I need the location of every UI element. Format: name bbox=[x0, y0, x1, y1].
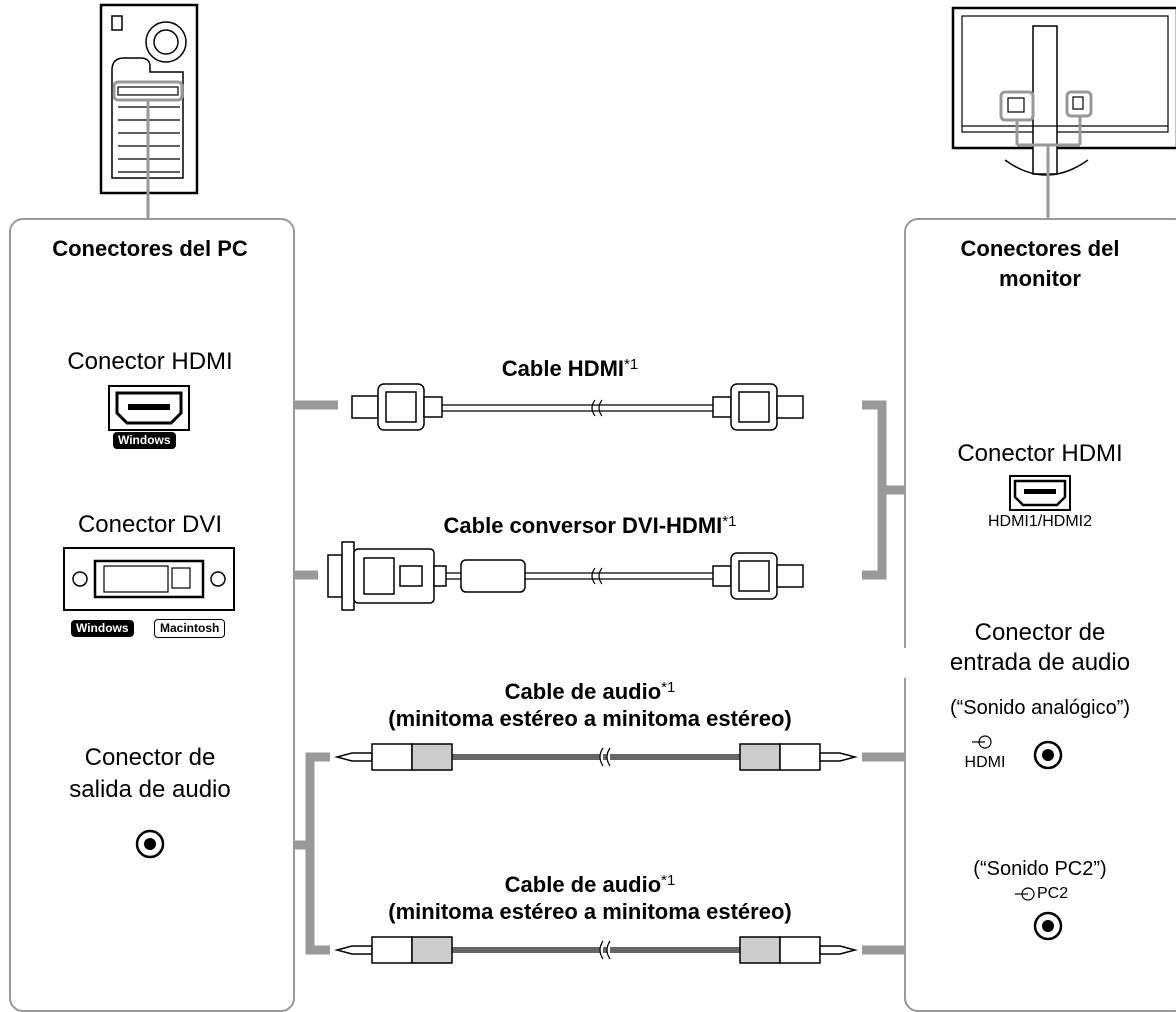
monitor-hdmi-label: Conector HDMI bbox=[957, 440, 1123, 467]
audio-cable-2-note: *1 bbox=[661, 872, 676, 889]
pc-dvi-label: Conector DVI bbox=[77, 511, 223, 538]
dvi-hdmi-cable-illustration bbox=[327, 541, 804, 611]
monitor-audio-in-label-2: entrada de audio bbox=[904, 648, 1176, 678]
monitor-hdmi-port-caption: HDMI1/HDMI2 bbox=[987, 513, 1092, 530]
audio-cable-1-note: *1 bbox=[661, 679, 676, 696]
audio-cable-2-name: Cable de audio bbox=[504, 872, 662, 897]
audio-cable-1-desc: (minitoma estéreo a minitoma estéreo) bbox=[388, 706, 792, 731]
audio-cable-1-name: Cable de audio bbox=[504, 679, 662, 704]
audio-cable-2-label: Cable de audio*1 bbox=[350, 871, 830, 899]
dvi-hdmi-cable-label: Cable conversor DVI-HDMI*1 bbox=[380, 512, 800, 540]
pc-audio-out-label-1: Conector de bbox=[84, 744, 216, 771]
pc-connectors-panel bbox=[9, 218, 295, 1012]
monitor-illustration bbox=[951, 6, 1176, 218]
audio-cable-2-desc: (minitoma estéreo a minitoma estéreo) bbox=[388, 899, 792, 924]
hdmi-cable-name: Cable HDMI bbox=[501, 356, 625, 381]
pc-dvi-macintosh-badge: Macintosh bbox=[154, 619, 226, 638]
audio-cable-1-illustration bbox=[334, 743, 858, 771]
audio-cable-1-label: Cable de audio*1 bbox=[350, 678, 830, 706]
audio-cable-2-illustration bbox=[334, 936, 858, 964]
pc-dvi-windows-badge: Windows bbox=[71, 620, 134, 637]
monitor-audio-in-label-1: Conector de bbox=[974, 619, 1106, 646]
pc-audio-out-label-2: salida de audio bbox=[69, 776, 231, 803]
monitor-analog-label: (“Sonido analógico”) bbox=[949, 697, 1131, 719]
hdmi-bracket bbox=[862, 400, 887, 580]
monitor-pc2-label: (“Sonido PC2”) bbox=[973, 858, 1107, 880]
hdmi-cable-illustration bbox=[351, 383, 804, 431]
hdmi-cable-label: Cable HDMI*1 bbox=[420, 355, 720, 383]
pc-hdmi-windows-badge: Windows bbox=[113, 432, 176, 449]
monitor-analog-port-caption: HDMI bbox=[964, 754, 1006, 771]
hdmi-cable-note: *1 bbox=[624, 356, 639, 373]
monitor-connectors-panel bbox=[904, 218, 1176, 1012]
dvi-hdmi-cable-note: *1 bbox=[722, 513, 737, 530]
pc-hdmi-label: Conector HDMI bbox=[67, 348, 233, 375]
monitor-panel-title-2: monitor bbox=[999, 266, 1081, 291]
audio-bracket bbox=[305, 752, 330, 955]
dvi-hdmi-cable-name: Cable conversor DVI-HDMI bbox=[443, 513, 723, 538]
monitor-panel-title-1: Conectores del bbox=[960, 236, 1120, 261]
pc-panel-title: Conectores del PC bbox=[52, 236, 248, 261]
pc-tower-illustration bbox=[99, 3, 199, 218]
monitor-pc2-port-caption: PC2 bbox=[1037, 885, 1069, 902]
